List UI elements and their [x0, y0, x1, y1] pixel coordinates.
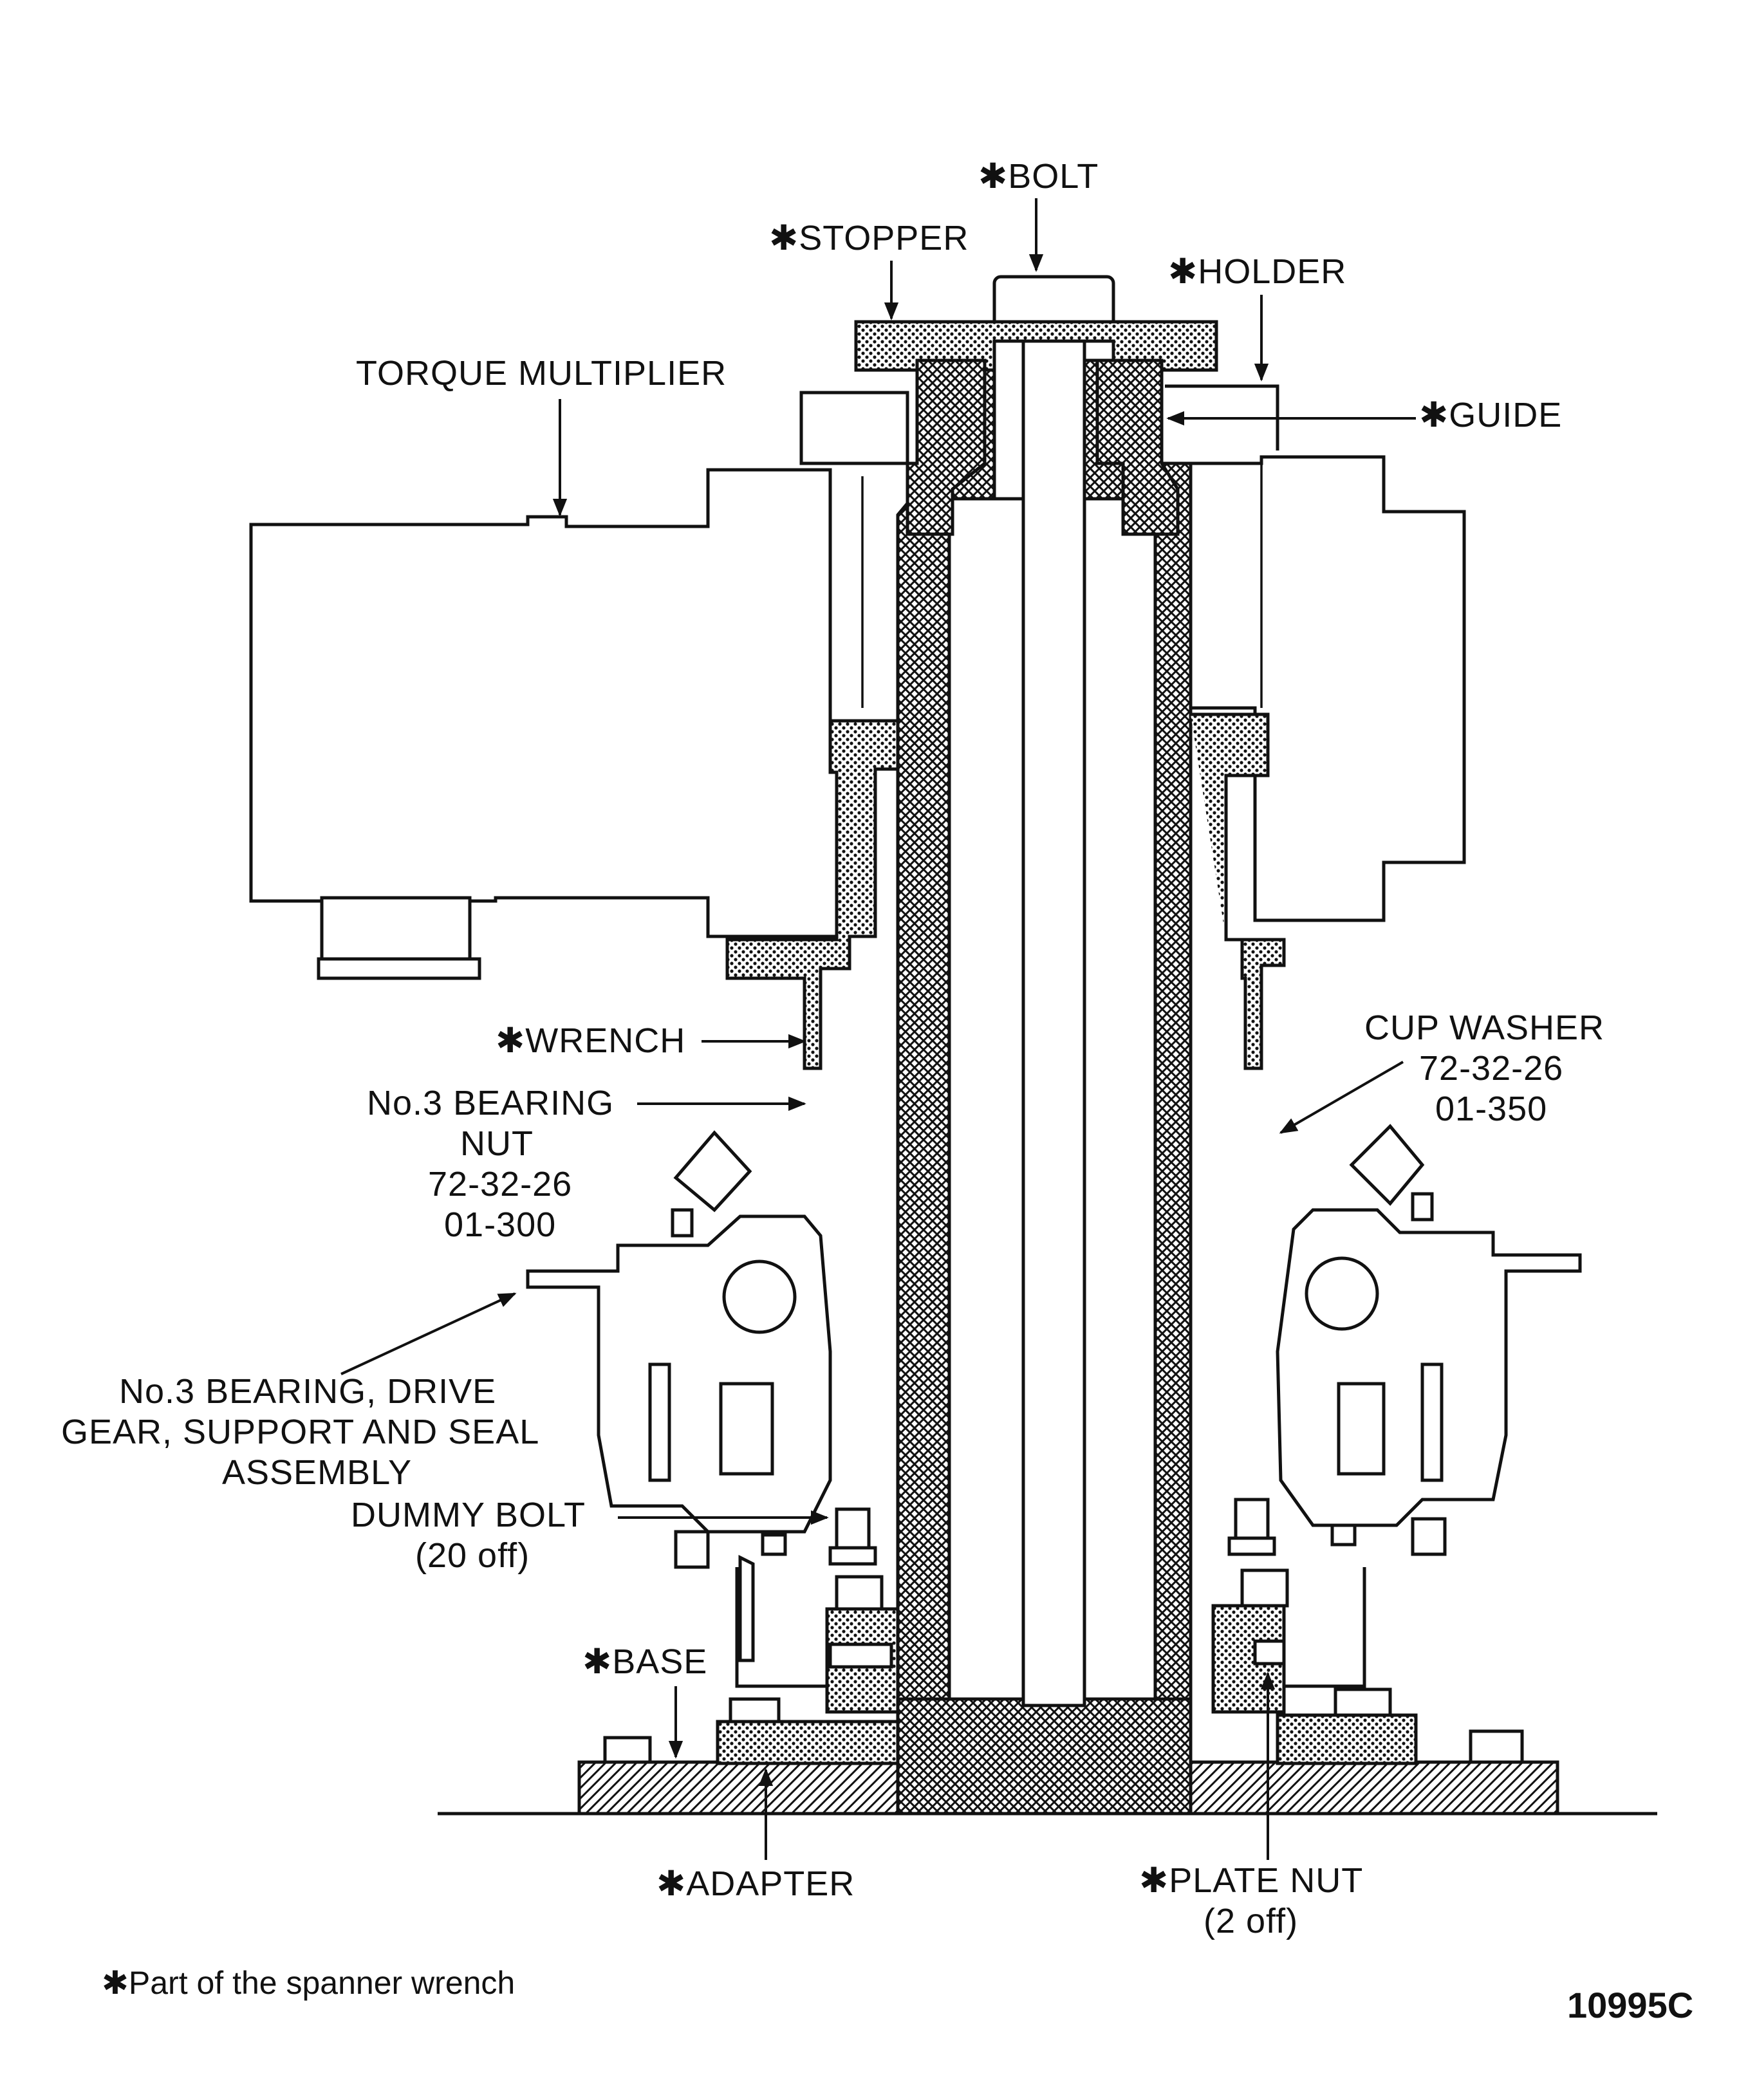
- svg-text:ASSEMBLY: ASSEMBLY: [222, 1453, 412, 1492]
- svg-text:No.3 BEARING: No.3 BEARING: [367, 1084, 614, 1122]
- label-guide: ✱GUIDE: [1419, 396, 1562, 434]
- figure-number: 10995C: [1567, 1985, 1693, 2025]
- label-stopper: ✱STOPPER: [769, 219, 969, 257]
- guide: [906, 358, 987, 536]
- hub-bottom-block: [896, 1697, 1193, 1816]
- adapter-right: [1276, 1713, 1418, 1765]
- label-bolt: ✱BOLT: [978, 157, 1099, 196]
- svg-text:01-300: 01-300: [444, 1205, 556, 1244]
- wrench-right: [1191, 712, 1286, 1070]
- holder-right: [1165, 384, 1279, 451]
- svg-text:GEAR, SUPPORT AND SEAL: GEAR, SUPPORT AND SEAL: [61, 1413, 539, 1451]
- svg-text:(2 off): (2 off): [1204, 1902, 1298, 1940]
- no3-bearing-assembly-left: [526, 1130, 832, 1662]
- footnote: ✱Part of the spanner wrench: [102, 1965, 515, 2001]
- torque-multiplier-foot-plate: [317, 957, 481, 980]
- leader-no3-bearing-assembly: [340, 1292, 517, 1375]
- holder: [799, 391, 909, 465]
- seal-housing-right: [1284, 1567, 1366, 1688]
- stopper: [854, 320, 1218, 372]
- adapter-bolts: [729, 1687, 1392, 1724]
- guide-right: [1095, 358, 1180, 536]
- torque-multiplier-foot: [320, 896, 472, 961]
- svg-text:72-32-26: 72-32-26: [1419, 1049, 1563, 1088]
- label-holder: ✱HOLDER: [1168, 252, 1346, 291]
- wrench: [725, 719, 900, 1070]
- bolt-shaft: [1021, 320, 1086, 1707]
- label-no3-bearing-assembly: No.3 BEARING, DRIVE GEAR, SUPPORT AND SE…: [61, 1372, 539, 1492]
- label-no3-bearing-nut: No.3 BEARING NUT 72-32-26 01-300: [367, 1084, 614, 1244]
- label-dummy-bolt: DUMMY BOLT (20 off): [351, 1496, 586, 1575]
- torque-multiplier-body-right: [1165, 455, 1466, 922]
- label-base: ✱BASE: [582, 1642, 707, 1681]
- leader-cup-washer: [1279, 1061, 1404, 1134]
- label-plate-nut: ✱PLATE NUT (2 off): [1139, 1861, 1363, 1940]
- label-torque-multiplier: TORQUE MULTIPLIER: [356, 354, 727, 393]
- base-bolts: [603, 1729, 1524, 1764]
- label-adapter: ✱ADAPTER: [656, 1864, 855, 1903]
- label-cup-washer: CUP WASHER 72-32-26 01-350: [1364, 1008, 1604, 1128]
- svg-text:✱PLATE NUT: ✱PLATE NUT: [1139, 1861, 1363, 1900]
- svg-text:CUP WASHER: CUP WASHER: [1364, 1008, 1604, 1047]
- svg-text:72-32-26: 72-32-26: [428, 1165, 572, 1203]
- torque-multiplier-body: [249, 468, 877, 938]
- svg-text:(20 off): (20 off): [415, 1536, 530, 1575]
- svg-text:01-350: 01-350: [1435, 1090, 1547, 1128]
- svg-text:DUMMY BOLT: DUMMY BOLT: [351, 1496, 586, 1534]
- dummy-bolts: [761, 1498, 1357, 1566]
- svg-text:No.3 BEARING, DRIVE: No.3 BEARING, DRIVE: [119, 1372, 496, 1411]
- no3-bearing-assembly-right: [1276, 1124, 1582, 1556]
- adapter: [716, 1720, 919, 1765]
- svg-text:NUT: NUT: [460, 1124, 534, 1163]
- label-wrench: ✱WRENCH: [496, 1021, 685, 1060]
- seal-housing-left: [735, 1567, 827, 1688]
